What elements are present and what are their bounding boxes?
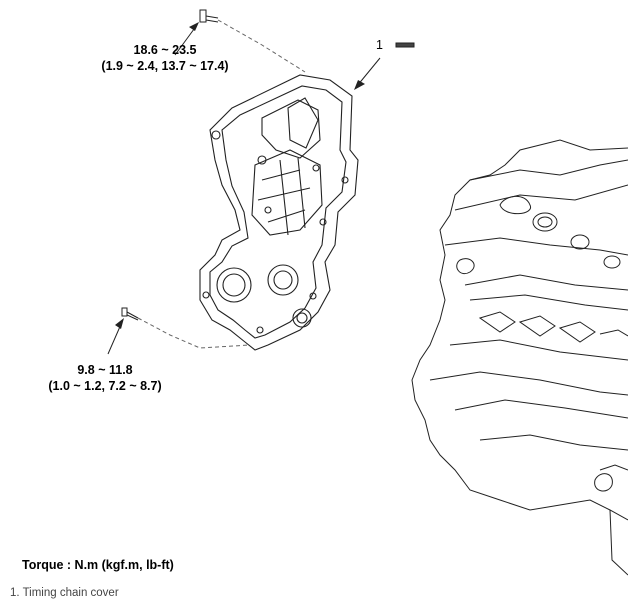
arrowhead-part1 bbox=[354, 80, 365, 90]
timing-chain-cover bbox=[199, 74, 359, 351]
torque-top-conversion: (1.9 ~ 2.4, 13.7 ~ 17.4) bbox=[101, 59, 229, 73]
dashed-leader-top bbox=[217, 19, 306, 73]
bolt-bottom-icon bbox=[121, 307, 139, 321]
torque-callout-bottom: 9.8 ~ 11.8 (1.0 ~ 1.2, 7.2 ~ 8.7) bbox=[30, 362, 180, 394]
torque-legend: Torque : N.m (kgf.m, lb-ft) bbox=[22, 558, 174, 572]
bolt-part1-icon bbox=[395, 42, 415, 48]
dashed-leader-bottom bbox=[137, 317, 251, 349]
bolt-top-icon bbox=[199, 9, 219, 23]
torque-callout-top: 18.6 ~ 23.5 (1.9 ~ 2.4, 13.7 ~ 17.4) bbox=[80, 42, 250, 74]
torque-bottom-value: 9.8 ~ 11.8 bbox=[77, 363, 133, 377]
leader-arrow-part1 bbox=[356, 57, 381, 87]
torque-top-value: 18.6 ~ 23.5 bbox=[133, 43, 197, 57]
engine-block bbox=[411, 139, 628, 576]
part-callout-number: 1 bbox=[376, 38, 383, 52]
part-list-item: 1. Timing chain cover bbox=[10, 587, 119, 599]
leader-arrow-top bbox=[174, 24, 198, 56]
arrowhead-bottom bbox=[115, 318, 124, 329]
arrowhead-top bbox=[189, 22, 199, 31]
torque-bottom-conversion: (1.0 ~ 1.2, 7.2 ~ 8.7) bbox=[48, 379, 162, 393]
